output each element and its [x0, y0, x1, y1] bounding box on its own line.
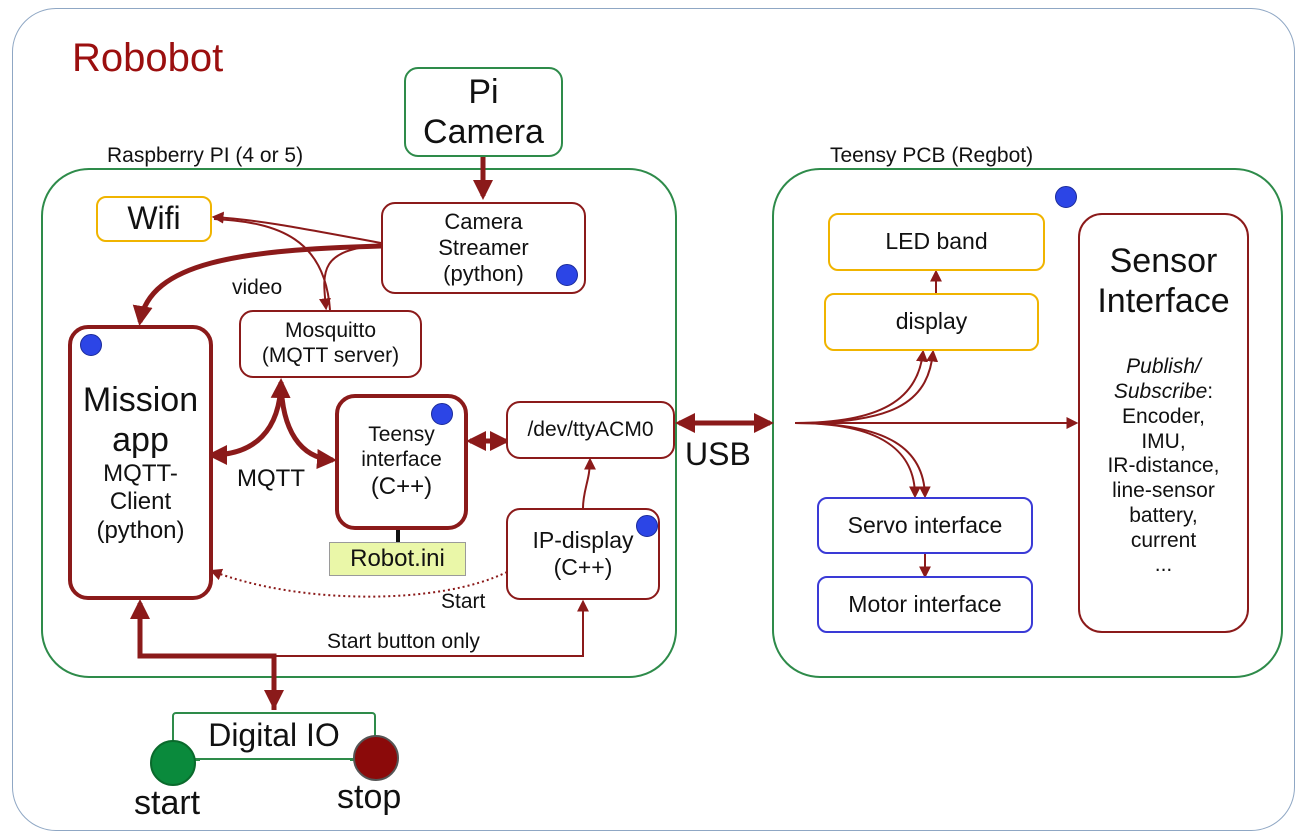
sensor-pubsub-colon: :	[1207, 379, 1214, 403]
camera-streamer-line-1: Camera	[444, 209, 523, 235]
mission-app-line-4: Client	[109, 488, 172, 516]
edge-mqtt-mission	[207, 378, 291, 465]
motor-interface-box: Motor interface	[817, 576, 1033, 633]
start-label: Start	[441, 590, 486, 613]
servo-interface-box: Servo interface	[817, 497, 1033, 554]
stop-button-label: stop	[337, 778, 402, 816]
mission-app-box: Mission app MQTT- Client (python)	[68, 325, 213, 600]
edge-ipdisplay-mission-start	[209, 568, 508, 598]
start-button-only-label: Start button only	[327, 630, 480, 653]
pi-camera-box: Pi Camera	[404, 67, 563, 157]
servo-interface-label: Servo interface	[847, 511, 1003, 538]
camera-streamer-line-3: (python)	[443, 260, 524, 286]
display-label: display	[895, 308, 968, 335]
pi-camera-line-2: Camera	[423, 113, 544, 151]
sensor-pubsub-line-1: Publish/	[1126, 355, 1201, 379]
digital-io-label: Digital IO	[208, 717, 340, 754]
mission-app-line-2: app	[112, 421, 169, 460]
teensy-pcb-group-label: Teensy PCB (Regbot)	[830, 144, 1034, 167]
mission-app-dot	[80, 334, 102, 356]
edge-streamer-to-mission	[132, 243, 382, 326]
digital-io-box: Digital IO	[172, 712, 376, 760]
mission-app-line-5: (python)	[96, 516, 185, 544]
wifi-label: Wifi	[127, 200, 181, 237]
start-button-label: start	[134, 784, 201, 822]
sensor-interface-box: Sensor Interface Publish/ Subscribe: Enc…	[1078, 213, 1249, 633]
sensor-interface-title-2: Interface	[1097, 282, 1230, 321]
start-button[interactable]	[150, 740, 196, 786]
motor-interface-label: Motor interface	[848, 590, 1002, 617]
edge-fan-servo-1	[794, 422, 921, 499]
raspberry-pi-group-label: Raspberry PI (4 or 5)	[107, 144, 304, 167]
mosquitto-box: Mosquitto (MQTT server)	[239, 310, 422, 378]
sensor-pubsub-word: Subscribe	[1113, 379, 1208, 403]
sensor-interface-title-1: Sensor	[1109, 242, 1218, 280]
led-band-label: LED band	[885, 228, 988, 255]
teensy-interface-line-1: Teensy	[368, 423, 435, 447]
camera-streamer-box: Camera Streamer (python)	[381, 202, 586, 294]
tty-acm0-box: /dev/ttyACM0	[506, 401, 675, 459]
edge-ipdisplay-tty	[582, 457, 596, 509]
sensor-item-imu: IMU,	[1141, 429, 1186, 453]
mission-app-line-3: MQTT-	[103, 460, 178, 488]
mission-app-line-1: Mission	[82, 380, 199, 419]
edge-mosquitto-to-wifi	[213, 218, 331, 311]
display-box: display	[824, 293, 1039, 351]
mqtt-label: MQTT	[237, 465, 305, 492]
sensor-item-battery: battery,	[1129, 503, 1198, 527]
sensor-item-current: current	[1130, 528, 1197, 552]
camera-streamer-line-2: Streamer	[438, 235, 529, 261]
sensor-item-ir-distance: IR-distance,	[1107, 454, 1220, 478]
edge-digitalio-ipdisplay	[274, 599, 589, 657]
edge-streamer-to-wifi	[211, 211, 382, 244]
ip-display-dot	[636, 515, 658, 537]
sensor-item-line-sensor: line-sensor	[1112, 479, 1215, 503]
edge-fan-display-2	[794, 349, 939, 424]
teensy-interface-line-3: (C++)	[370, 472, 433, 500]
sensor-item-ellipsis: ...	[1154, 553, 1173, 577]
edge-digitalio-mission	[130, 599, 277, 710]
teensy-interface-dot	[431, 403, 453, 425]
edge-fan-servo-2	[794, 422, 931, 499]
teensy-pcb-dot	[1055, 186, 1077, 208]
teensy-interface-line-2: interface	[361, 447, 442, 471]
ip-display-box: IP-display (C++)	[506, 508, 660, 600]
led-band-box: LED band	[828, 213, 1045, 271]
robot-ini-label: Robot.ini	[350, 544, 445, 572]
robot-ini-box: Robot.ini	[329, 542, 466, 576]
sensor-pubsub-line-2: Subscribe:	[1114, 380, 1213, 405]
outer-frame	[12, 8, 1295, 831]
sensor-item-encoder: Encoder,	[1122, 404, 1205, 428]
mosquitto-line-2: (MQTT server)	[261, 344, 400, 367]
ip-display-line-1: IP-display	[532, 526, 634, 553]
edge-streamer-to-mosquitto	[319, 244, 382, 311]
ip-display-line-2: (C++)	[553, 554, 613, 580]
stop-button[interactable]	[353, 735, 399, 781]
wifi-box: Wifi	[96, 196, 212, 242]
pi-camera-line-1: Pi	[468, 72, 499, 111]
video-label: video	[232, 276, 283, 299]
diagram-title: Robobot	[72, 36, 224, 80]
usb-label: USB	[685, 436, 751, 472]
edge-fan-display-1	[794, 349, 928, 424]
mosquitto-line-1: Mosquitto	[284, 319, 377, 343]
edge-mqtt-teensy	[278, 381, 337, 470]
tty-acm0-label: /dev/ttyACM0	[527, 417, 654, 441]
camera-streamer-dot	[556, 264, 578, 286]
teensy-interface-box: Teensy interface (C++)	[335, 394, 468, 530]
